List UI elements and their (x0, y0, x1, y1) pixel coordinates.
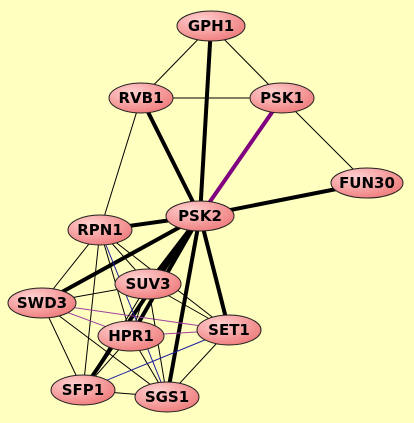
node-shape (134, 381, 200, 413)
node-sgs1[interactable]: SGS1 (134, 381, 200, 413)
edge-psk1-psk2 (198, 96, 284, 218)
node-fun30[interactable]: FUN30 (330, 167, 404, 199)
edge-psk2-swd3 (40, 214, 202, 305)
node-label: RPN1 (77, 221, 123, 239)
node-label: SGS1 (145, 388, 189, 406)
node-shape (67, 214, 133, 246)
edge-psk2-set1 (198, 214, 231, 332)
node-shape (330, 167, 404, 199)
node-set1[interactable]: SET1 (196, 314, 262, 346)
node-label: PSK1 (260, 89, 304, 107)
node-suv3[interactable]: SUV3 (114, 268, 182, 300)
node-label: RVB1 (118, 89, 163, 107)
edge-psk2-sgs1 (165, 214, 202, 399)
node-psk1[interactable]: PSK1 (249, 82, 315, 114)
node-label: PSK2 (178, 207, 222, 225)
node-shape (97, 320, 165, 352)
node-sfp1[interactable]: SFP1 (50, 374, 116, 406)
node-shape (249, 82, 315, 114)
node-shape (165, 200, 235, 232)
edge-rvb1-rpn1 (99, 97, 142, 231)
node-label: FUN30 (339, 174, 395, 192)
node-rvb1[interactable]: RVB1 (108, 82, 174, 114)
node-hpr1[interactable]: HPR1 (97, 320, 165, 352)
node-psk2[interactable]: PSK2 (165, 200, 235, 232)
node-shape (50, 374, 116, 406)
edge-rvb1-psk2 (139, 96, 202, 218)
edge-swd3-sgs1 (41, 302, 168, 398)
node-shape (7, 287, 77, 319)
node-gph1[interactable]: GPH1 (176, 10, 246, 42)
node-shape (108, 82, 174, 114)
node-label: HPR1 (108, 327, 154, 345)
node-shape (114, 268, 182, 300)
node-label: SUV3 (125, 275, 170, 293)
node-label: GPH1 (188, 17, 234, 35)
node-shape (176, 10, 246, 42)
node-rpn1[interactable]: RPN1 (67, 214, 133, 246)
node-swd3[interactable]: SWD3 (7, 287, 77, 319)
node-label: SFP1 (62, 381, 104, 399)
node-shape (196, 314, 262, 346)
edge-rpn1-sgs1 (99, 229, 168, 398)
node-label: SWD3 (17, 294, 67, 312)
edge-gph1-psk2 (198, 24, 213, 218)
node-label: SET1 (208, 321, 250, 339)
